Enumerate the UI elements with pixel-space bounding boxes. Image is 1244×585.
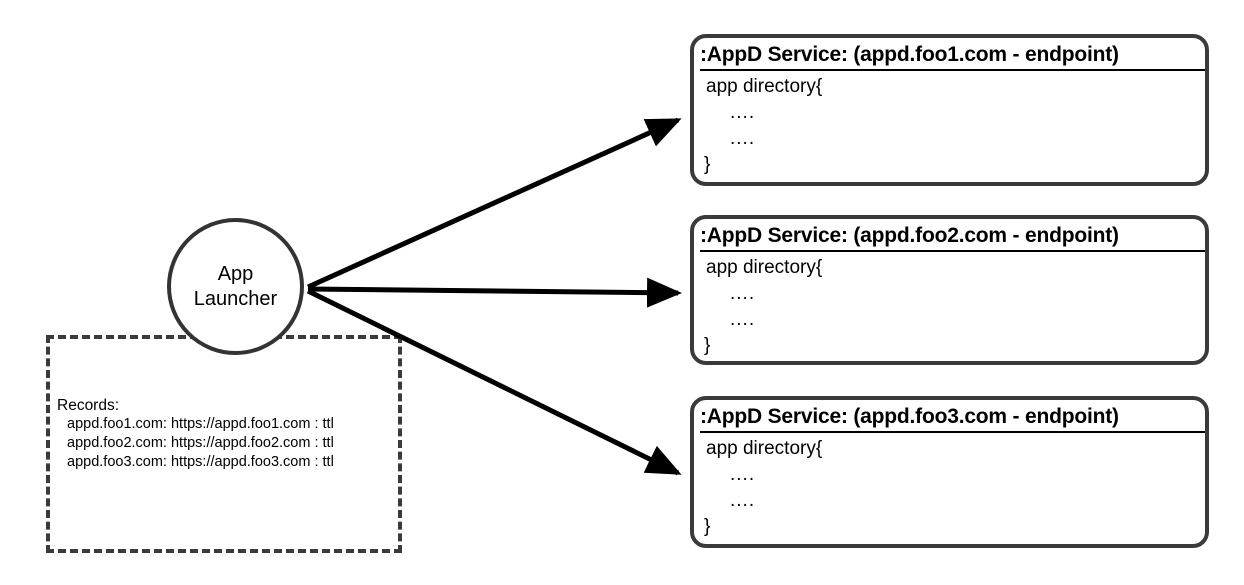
service-3-title: :AppD Service: (appd.foo3.com - endpoint… [700, 404, 1205, 433]
connector-launcher-to-service-2 [307, 277, 682, 308]
service-1-body-close: } [704, 154, 711, 175]
service-2-body-close: } [704, 335, 711, 356]
connector-launcher-to-service-1 [306, 117, 682, 290]
app-launcher-label-line1: App [217, 262, 254, 285]
service-3-body-close: } [704, 516, 711, 537]
record-entry-1: appd.foo1.com: https://appd.foo1.com : t… [67, 416, 334, 432]
service-3-body-dots-2: .... [730, 490, 756, 511]
records-title: Records: [57, 397, 120, 414]
service-3-body-dots-1: .... [730, 464, 756, 485]
service-2-body-dots-2: .... [730, 309, 756, 330]
service-1-body-dots-1: .... [730, 102, 756, 123]
records-text-block: Records: appd.foo1.com: https://appd.foo… [57, 396, 334, 472]
service-3-body-open: app directory{ [706, 438, 823, 459]
record-entry-2: appd.foo2.com: https://appd.foo2.com : t… [67, 435, 334, 451]
app-launcher-node[interactable]: App Launcher [167, 218, 304, 355]
service-1-body: app directory{ .... .... } [704, 74, 822, 178]
service-2-body: app directory{ .... .... } [704, 255, 822, 359]
service-box-1[interactable]: :AppD Service: (appd.foo1.com - endpoint… [690, 34, 1209, 186]
service-1-body-open: app directory{ [706, 76, 823, 97]
service-2-title: :AppD Service: (appd.foo2.com - endpoint… [700, 223, 1205, 252]
service-box-2[interactable]: :AppD Service: (appd.foo2.com - endpoint… [690, 215, 1209, 365]
service-2-body-dots-1: .... [730, 283, 756, 304]
app-launcher-label-line2: Launcher [193, 287, 278, 310]
service-1-title: :AppD Service: (appd.foo1.com - endpoint… [700, 42, 1205, 71]
service-3-body: app directory{ .... .... } [704, 436, 822, 540]
record-entry-3: appd.foo3.com: https://appd.foo3.com : t… [67, 454, 334, 470]
service-2-body-open: app directory{ [706, 257, 823, 278]
service-box-3[interactable]: :AppD Service: (appd.foo3.com - endpoint… [690, 396, 1209, 548]
service-1-body-dots-2: .... [730, 128, 756, 149]
